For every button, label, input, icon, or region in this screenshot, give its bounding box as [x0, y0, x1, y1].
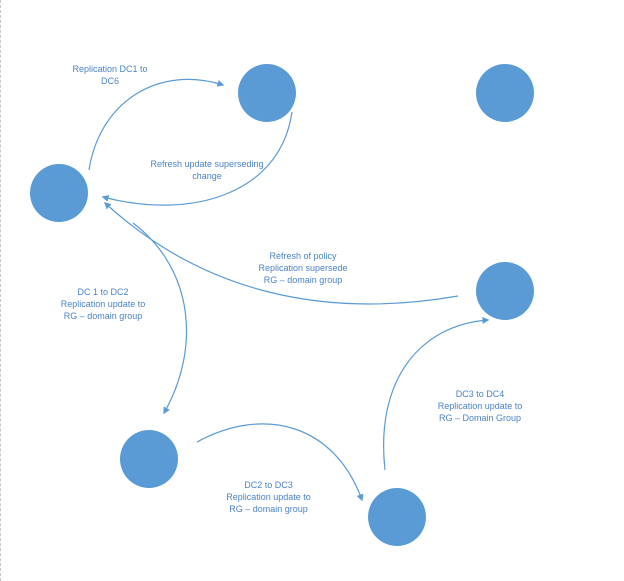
- label-dc1-to-dc6: Replication DC1 to DC6: [60, 63, 160, 87]
- page-edge-dashed-line: [0, 0, 1, 581]
- arrow-dc6-to-dc1-refresh: [101, 111, 293, 206]
- arrow-dc2-to-dc3: [196, 423, 364, 502]
- label-line: Replication update to: [226, 492, 311, 502]
- label-refresh-policy: Refresh of policy Replication supersede …: [248, 250, 358, 286]
- node-dc4: [476, 262, 534, 320]
- label-line: Replication update to: [60, 299, 146, 309]
- arrow-dc1-to-dc2: [132, 222, 187, 415]
- label-line: Replication supersede: [258, 263, 348, 273]
- label-line: RG – domain group: [229, 504, 308, 514]
- label-line: RG – domain group: [263, 275, 343, 285]
- label-line: DC3 to DC4: [455, 389, 505, 399]
- label-line: Replication DC1 to: [72, 64, 148, 74]
- label-refresh-update: Refresh update superseding change: [147, 158, 267, 182]
- label-line: RG – Domain Group: [438, 413, 522, 423]
- label-line: Replication update to: [437, 401, 523, 411]
- node-unlinked: [476, 64, 534, 122]
- node-dc1: [30, 164, 88, 222]
- label-line: DC 1 to DC2: [77, 287, 129, 297]
- label-line: Refresh update superseding: [150, 159, 264, 169]
- node-dc3: [368, 488, 426, 546]
- label-line: change: [192, 171, 222, 181]
- arrow-dc4-to-dc1-refresh-policy: [103, 202, 459, 305]
- node-dc2: [120, 430, 178, 488]
- label-line: Refresh of policy: [269, 251, 337, 261]
- label-line: RG – domain group: [63, 311, 143, 321]
- label-dc3-to-dc4: DC3 to DC4 Replication update to RG – Do…: [430, 388, 530, 424]
- label-line: DC6: [100, 76, 119, 86]
- node-dc6: [238, 64, 296, 122]
- arrow-dc3-to-dc4: [383, 316, 490, 471]
- label-dc1-to-dc2: DC 1 to DC2 Replication update to RG – d…: [53, 286, 153, 322]
- label-dc2-to-dc3: DC2 to DC3 Replication update to RG – do…: [216, 479, 321, 515]
- label-line: DC2 to DC3: [244, 480, 293, 490]
- arrow-dc1-to-dc6: [88, 78, 225, 171]
